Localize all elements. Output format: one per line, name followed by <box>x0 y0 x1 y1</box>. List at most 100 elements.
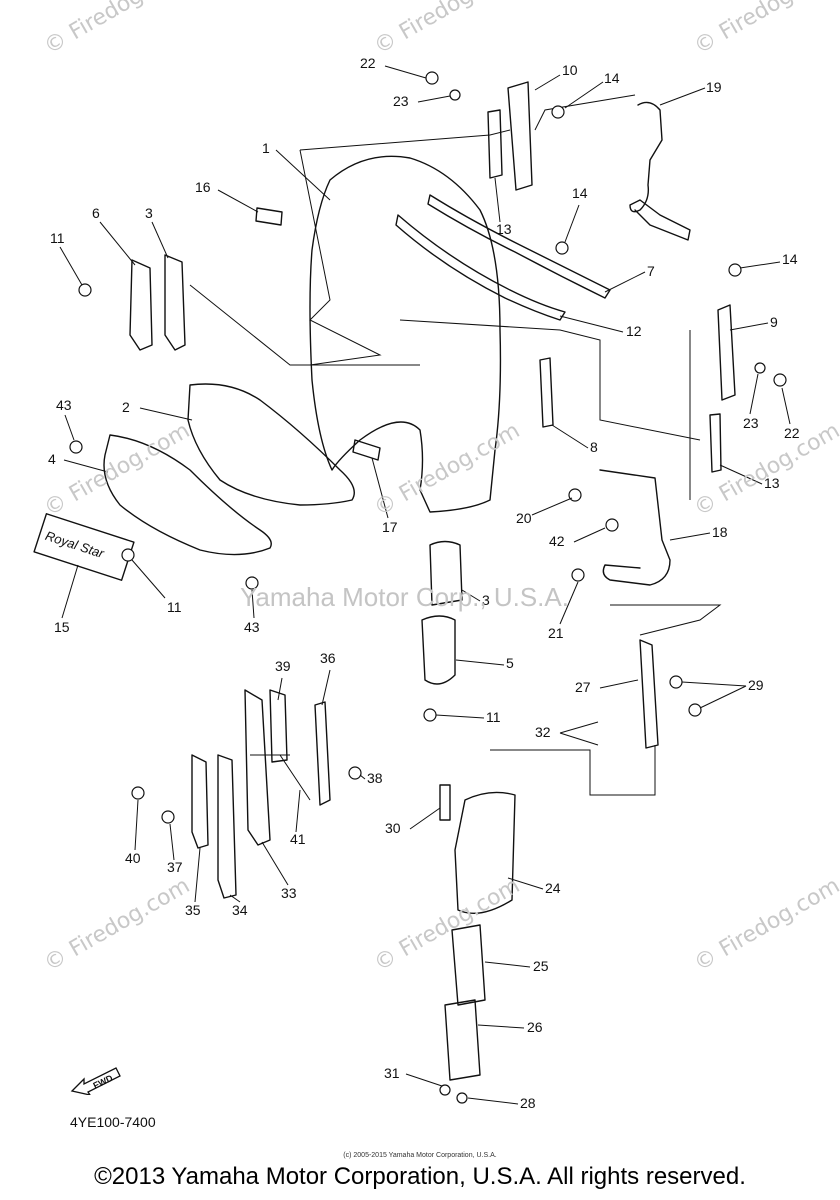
callout: 24 <box>545 880 561 896</box>
callout: 26 <box>527 1019 543 1035</box>
callout: 43 <box>244 619 260 635</box>
callout: 11 <box>167 599 182 615</box>
bracket-10 <box>507 81 533 191</box>
callout: 9 <box>770 314 778 330</box>
nut-14-top <box>551 105 565 119</box>
callout: 41 <box>290 831 306 847</box>
callout: 20 <box>516 510 532 526</box>
callout: 16 <box>195 179 211 195</box>
bolt-20 <box>568 488 582 502</box>
plate-35 <box>191 754 209 849</box>
callout: 19 <box>706 79 722 95</box>
lower-cowl-left-part <box>103 434 272 556</box>
stay-12 <box>395 214 566 321</box>
callout: 2 <box>122 399 130 415</box>
bolt-42 <box>605 518 619 532</box>
callout: 31 <box>384 1065 400 1081</box>
plate-26 <box>444 999 481 1081</box>
bracket-18 <box>599 469 671 586</box>
stay-36 <box>314 701 331 806</box>
callout: 30 <box>385 820 401 836</box>
callout: 3 <box>482 592 490 608</box>
callout: 14 <box>782 251 798 267</box>
callout: 29 <box>748 677 764 693</box>
nut-29-a <box>669 675 683 689</box>
callout: 17 <box>382 519 398 535</box>
plate-33 <box>244 689 271 846</box>
callout: 13 <box>496 221 512 237</box>
stay-7 <box>427 194 611 299</box>
lower-cowl-part <box>187 383 355 506</box>
callout: 32 <box>535 724 551 740</box>
bolt-21 <box>571 568 585 582</box>
plate-39 <box>269 689 288 763</box>
screw-31 <box>439 1084 451 1096</box>
callout: 10 <box>562 62 578 78</box>
callout: 11 <box>50 230 65 246</box>
watermark-center: Yamaha Motor Corp., U.S.A. <box>240 582 569 612</box>
bolt-11-lower <box>423 708 437 722</box>
plate-3 <box>164 254 186 351</box>
callout: 22 <box>784 425 800 441</box>
callout: 23 <box>393 93 409 109</box>
callout: 33 <box>281 885 297 901</box>
plate-6 <box>129 259 153 351</box>
callout: 27 <box>575 679 591 695</box>
callout: 5 <box>506 655 514 671</box>
callout: 21 <box>548 625 564 641</box>
callout: 23 <box>743 415 759 431</box>
callout: 12 <box>626 323 642 339</box>
callout: 14 <box>572 185 588 201</box>
bracket-27 <box>639 639 659 749</box>
callout: 39 <box>275 658 291 674</box>
bolt-11-mid <box>121 548 135 562</box>
bracket-19 <box>629 101 691 241</box>
bolt-11-left <box>78 283 92 297</box>
callout: 36 <box>320 650 336 666</box>
callout: 38 <box>367 770 383 786</box>
copyright: ©2013 Yamaha Motor Corporation, U.S.A. A… <box>94 1163 746 1190</box>
bolt-40 <box>131 786 145 800</box>
callout: 6 <box>92 205 100 221</box>
callout-labels: 22 10 14 19 23 1 16 6 3 11 14 13 7 14 9 … <box>48 55 800 1111</box>
callout: 18 <box>712 524 728 540</box>
callout: 42 <box>549 533 565 549</box>
callout: 35 <box>185 902 201 918</box>
callout: 43 <box>56 397 72 413</box>
bracket-9 <box>717 304 736 401</box>
callout: 4 <box>48 451 56 467</box>
small-copyright: (c) 2005-2015 Yamaha Motor Corporation, … <box>343 1152 497 1159</box>
part-17 <box>352 439 381 461</box>
callout: 37 <box>167 859 183 875</box>
callout: 1 <box>262 140 270 156</box>
callout: 25 <box>533 958 549 974</box>
fwd-arrow-icon: FWD <box>70 1067 121 1095</box>
nut-14-mid <box>555 241 569 255</box>
part-code: 4YE100-7400 <box>70 1114 156 1130</box>
callout: 28 <box>520 1095 536 1111</box>
bolt-43-left <box>69 440 83 454</box>
callout: 3 <box>145 205 153 221</box>
bolt-37 <box>161 810 175 824</box>
plate-5 <box>421 615 456 685</box>
plate-13-top <box>487 109 503 179</box>
callout: 11 <box>486 709 501 725</box>
callout: 34 <box>232 902 248 918</box>
plate-3-lower <box>429 540 463 606</box>
plate-24 <box>454 791 516 914</box>
emblem-text: Royal Star <box>43 528 106 561</box>
nut-29-b <box>688 703 702 717</box>
callout: 13 <box>764 475 780 491</box>
part-30 <box>439 784 451 821</box>
washer-23-right <box>754 362 766 374</box>
bolt-43-mid <box>245 576 259 590</box>
bolt-22-right <box>773 373 787 387</box>
plate-13-right <box>709 413 722 473</box>
plate-34 <box>217 754 237 899</box>
nut-14-right <box>728 263 742 277</box>
callout: 14 <box>604 70 620 86</box>
callout: 40 <box>125 850 141 866</box>
plate-25 <box>451 924 486 1006</box>
washer-23-top <box>449 89 461 101</box>
